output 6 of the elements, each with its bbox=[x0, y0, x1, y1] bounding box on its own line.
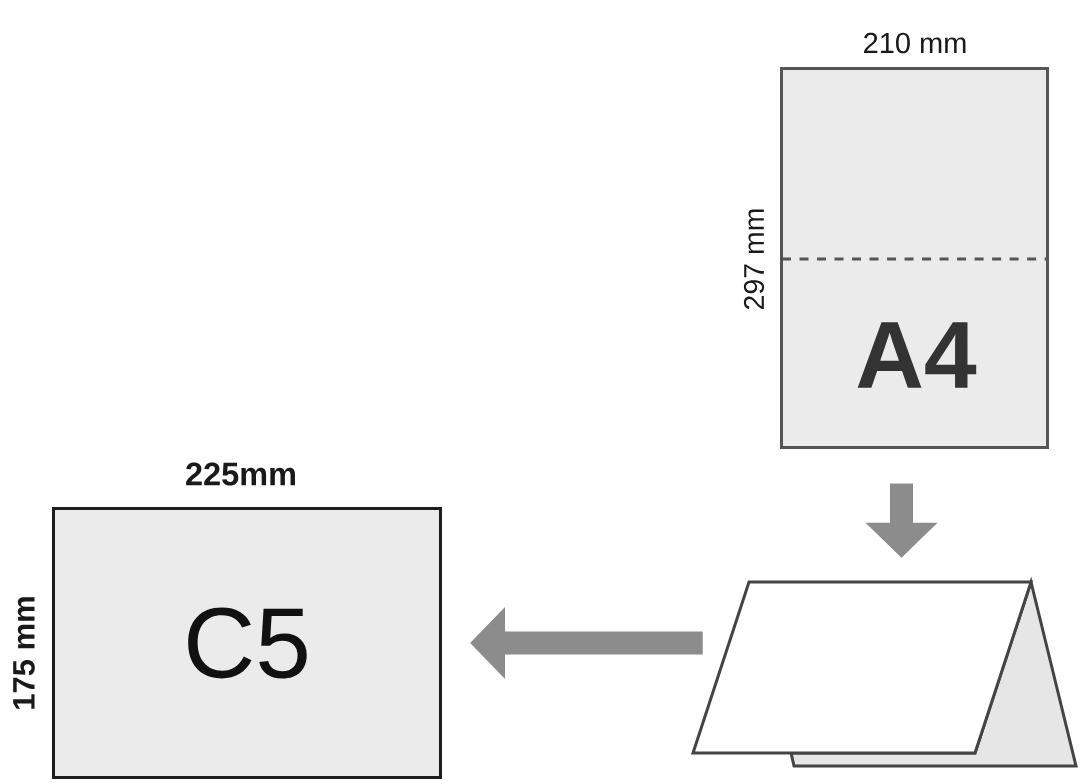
envelope-outline: C5 bbox=[52, 507, 442, 779]
dimension-label: 225mm bbox=[186, 462, 295, 486]
dimension-label: 297 mm bbox=[743, 209, 765, 310]
paper-sheet: A4 bbox=[780, 67, 1049, 449]
dimension-label: 210 mm bbox=[864, 32, 966, 54]
dimension-label: 175 mm bbox=[13, 597, 35, 709]
